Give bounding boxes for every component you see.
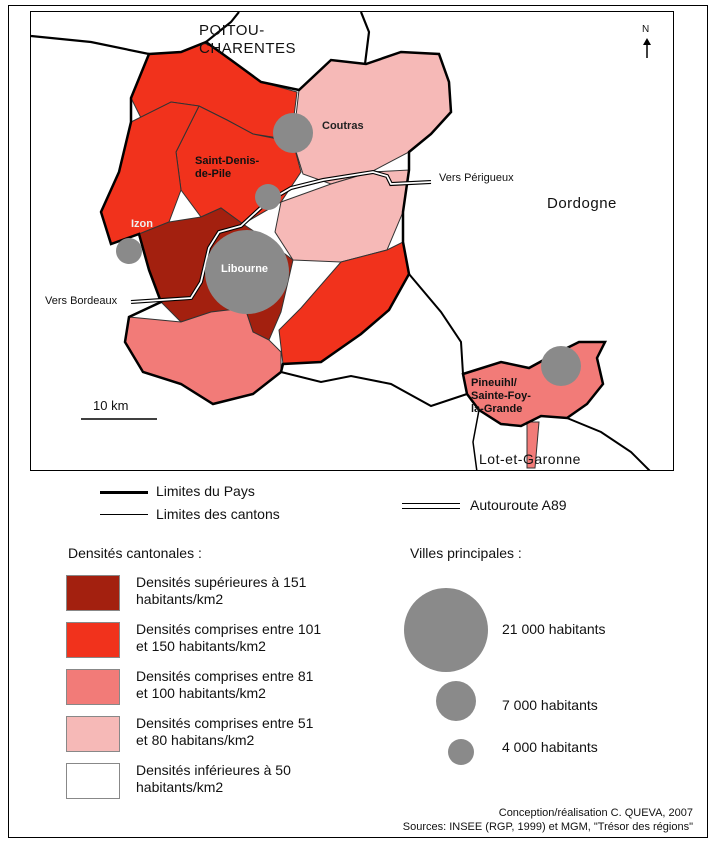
region-poitou-charentes: POITOU- CHARENTES bbox=[199, 22, 297, 57]
credit-conception: Conception/réalisation C. QUEVA, 2007 bbox=[498, 807, 693, 819]
map-svg bbox=[31, 12, 651, 470]
boundary-dordogne bbox=[408, 273, 464, 375]
swatch-density-151 bbox=[66, 575, 120, 611]
circle-saint-denis bbox=[255, 184, 281, 210]
circle-izon bbox=[116, 238, 142, 264]
legend-limits-pays: Limites du Pays bbox=[156, 483, 255, 499]
pays-boundary-east bbox=[461, 340, 608, 428]
credit-sources: Sources: INSEE (RGP, 1999) et MGM, "Trés… bbox=[402, 821, 693, 833]
swatch-density-101-150 bbox=[66, 622, 120, 658]
north-label: N bbox=[642, 24, 650, 35]
label-vers-perigueux: Vers Périgueux bbox=[439, 172, 514, 184]
legend-density-title: Densités cantonales : bbox=[68, 545, 202, 561]
legend-density-151: Densités supérieures à 151 habitants/km2 bbox=[136, 574, 307, 607]
legend-density-51-80: Densités comprises entre 51 et 80 habita… bbox=[136, 715, 314, 748]
legend-cities-title: Villes principales : bbox=[410, 545, 522, 561]
pays-boundary bbox=[99, 40, 453, 406]
circle-coutras bbox=[273, 113, 313, 153]
city-label-pineuilh: Pineuihl/ Sainte-Foy- la-Grande bbox=[471, 377, 531, 415]
north-arrow-icon bbox=[643, 38, 651, 58]
swatch-density-81-100 bbox=[66, 669, 120, 705]
legend-limits-cantons-line bbox=[100, 514, 148, 515]
boundary-lot-et-garonne bbox=[280, 371, 651, 470]
legend-limits-cantons: Limites des cantons bbox=[156, 506, 280, 522]
legend-circle-7000 bbox=[436, 681, 476, 721]
map-panel: POITOU- CHARENTES Dordogne Lot-et-Garonn… bbox=[30, 11, 674, 471]
legend-circle-4000 bbox=[448, 739, 474, 765]
legend-autoroute-line bbox=[402, 503, 460, 509]
circle-pineuilh bbox=[541, 346, 581, 386]
legend-city-21000: 21 000 habitants bbox=[502, 621, 606, 637]
region-dordogne: Dordogne bbox=[547, 195, 617, 212]
scale-label: 10 km bbox=[93, 398, 129, 413]
city-label-coutras: Coutras bbox=[322, 120, 364, 132]
figure-frame bbox=[8, 5, 708, 838]
canton-pineuilh-spike bbox=[526, 421, 540, 469]
legend-limits-pays-line bbox=[100, 491, 148, 494]
boundary-lot-et-garonne-curve bbox=[472, 409, 480, 470]
city-label-saint-denis: Saint-Denis- de-Pile bbox=[195, 155, 260, 180]
legend-density-101-150: Densités comprises entre 101 et 150 habi… bbox=[136, 621, 322, 654]
city-label-libourne: Libourne bbox=[221, 263, 269, 275]
legend-city-4000: 4 000 habitants bbox=[502, 739, 598, 755]
boundary-poitou bbox=[31, 12, 371, 65]
canton-pink-center bbox=[274, 169, 410, 263]
city-label-izon: Izon bbox=[131, 218, 153, 230]
legend-density-81-100: Densités comprises entre 81 et 100 habit… bbox=[136, 668, 314, 701]
legend-autoroute: Autouroute A89 bbox=[470, 497, 567, 513]
swatch-density-50 bbox=[66, 763, 120, 799]
region-lot-et-garonne: Lot-et-Garonne bbox=[479, 451, 581, 467]
legend-density-50: Densités inférieures à 50 habitants/km2 bbox=[136, 762, 291, 795]
legend-circle-21000 bbox=[404, 588, 488, 672]
legend-city-7000: 7 000 habitants bbox=[502, 697, 598, 713]
swatch-density-51-80 bbox=[66, 716, 120, 752]
label-vers-bordeaux: Vers Bordeaux bbox=[45, 295, 118, 307]
circle-libourne bbox=[205, 230, 289, 314]
